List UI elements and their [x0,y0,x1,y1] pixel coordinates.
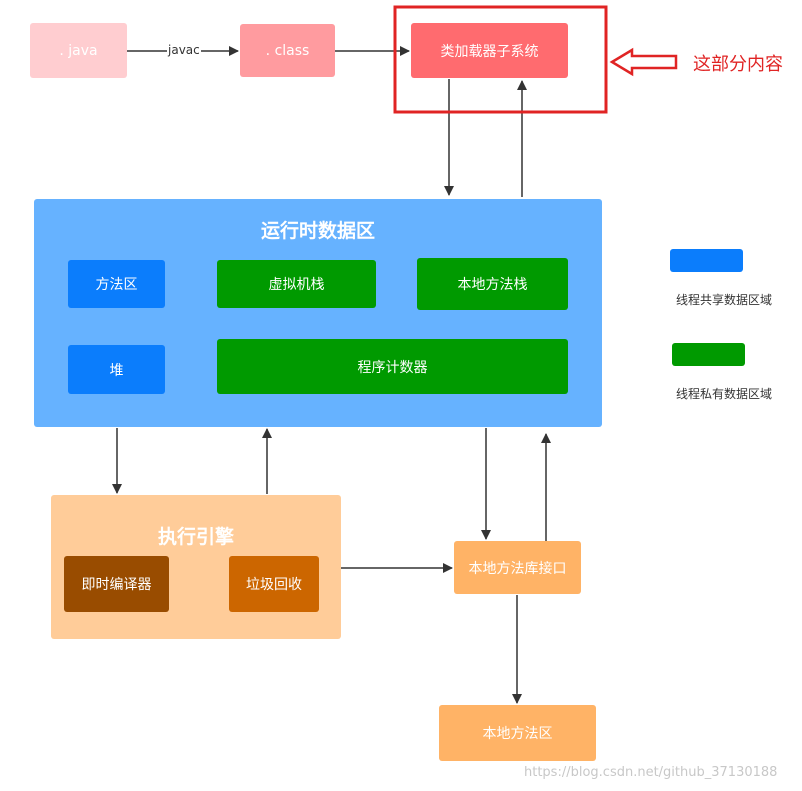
native-method-interface-node[interactable]: 本地方法库接口 [454,541,581,594]
highlight-frame [393,5,608,114]
method-area-node[interactable]: 方法区 [68,260,165,308]
watermark: https://blog.csdn.net/github_37130188 [524,765,778,780]
class-file-node[interactable]: . class [240,24,335,77]
legend-shared-label: 线程共享数据区域 [676,293,773,307]
legend-private-label: 线程私有数据区域 [676,387,773,401]
pc-register-node[interactable]: 程序计数器 [217,339,568,394]
annotation-text: 这部分内容 [693,54,783,75]
hollow-arrow-icon [609,47,678,77]
legend-private-swatch [672,343,745,366]
garbage-collector-node[interactable]: 垃圾回收 [229,556,319,612]
native-method-stack-node[interactable]: 本地方法栈 [417,258,568,310]
vm-stack-node[interactable]: 虚拟机栈 [217,260,376,308]
heap-node[interactable]: 堆 [68,345,165,394]
java-source-node[interactable]: . java [30,23,127,78]
legend-shared-swatch [670,249,743,272]
runtime-data-area-title: 运行时数据区 [260,220,375,242]
native-method-library-node[interactable]: 本地方法区 [439,705,596,761]
execution-engine-title: 执行引擎 [157,526,234,548]
jit-compiler-node[interactable]: 即时编译器 [64,556,169,612]
classloader-subsystem-node[interactable]: 类加载器子系统 [411,23,568,78]
edge-label-javac: javac [167,43,201,57]
